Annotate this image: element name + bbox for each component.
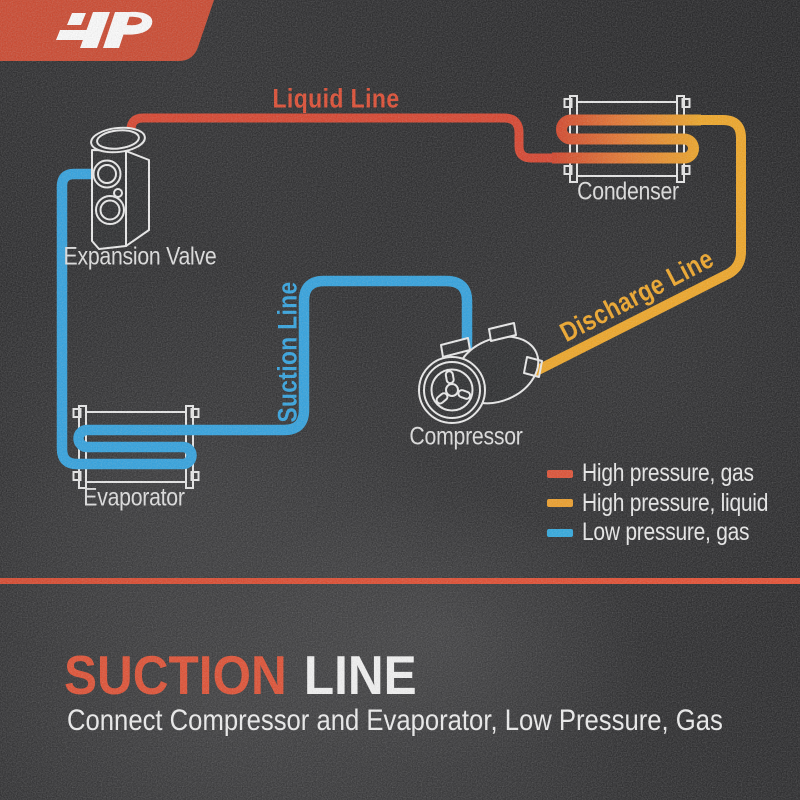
brand-logo — [0, 0, 214, 61]
footer-subtitle: Connect Compressor and Evaporator, Low P… — [67, 704, 723, 737]
legend-row: Low pressure, gas — [547, 518, 800, 548]
condenser-label: Condenser — [577, 177, 679, 206]
footer-title-rest: LINE — [303, 644, 417, 706]
divider-bar — [0, 578, 800, 584]
suction-line-label: Suction Line — [272, 281, 303, 423]
legend-dash-orange — [547, 499, 573, 508]
expansion-valve-label: Expansion Valve — [63, 242, 217, 271]
liquid-line-label: Liquid Line — [272, 83, 400, 114]
legend-label: High pressure, gas — [582, 459, 754, 488]
expansion-valve-illustration — [90, 126, 150, 250]
compressor-illustration — [418, 322, 543, 424]
evaporator-label: Evaporator — [83, 483, 185, 512]
liquid-line — [126, 113, 558, 163]
legend-dash-blue — [547, 528, 573, 537]
legend-row: High pressure, gas — [547, 459, 800, 489]
legend-label: High pressure, liquid — [582, 488, 769, 517]
legend: High pressure, gas High pressure, liquid… — [547, 459, 800, 548]
footer-title-highlight: SUCTION — [64, 644, 287, 706]
legend-row: High pressure, liquid — [547, 489, 800, 519]
compressor-label: Compressor — [409, 422, 523, 451]
legend-dash-red — [547, 469, 573, 478]
footer-title: SUCTION LINE — [64, 643, 417, 707]
logo-shape — [0, 0, 214, 61]
legend-label: Low pressure, gas — [582, 518, 750, 547]
condenser-coil — [552, 114, 701, 164]
